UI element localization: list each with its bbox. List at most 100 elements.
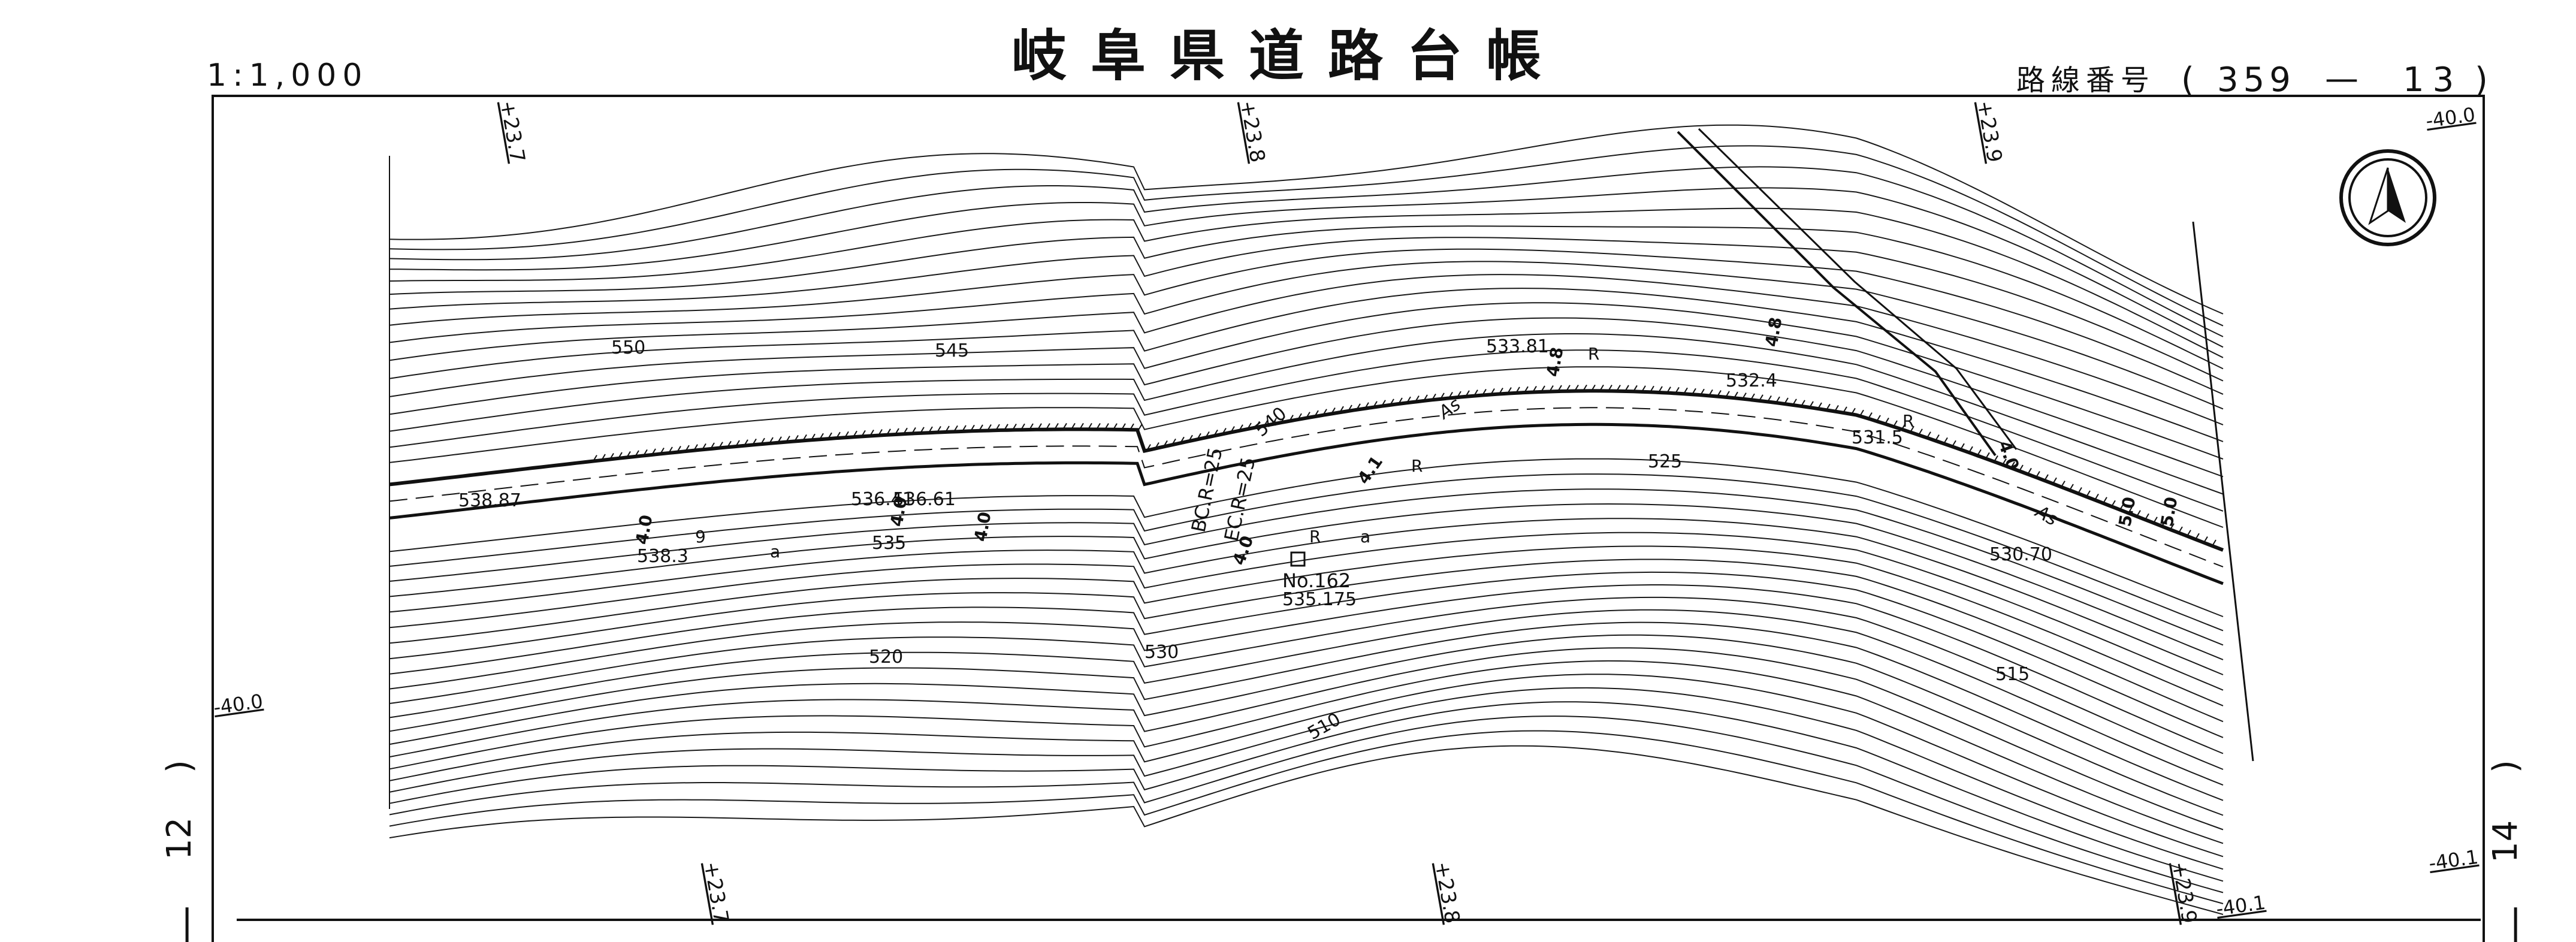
wall-hatch — [1725, 391, 1730, 398]
wall-hatch — [1977, 449, 1982, 456]
right-adjacent-sheet: 14 — [2486, 820, 2525, 863]
route-number-value: 359 — [2217, 61, 2296, 99]
coord-bottom-23-7: +23.7 — [699, 860, 733, 926]
wall-hatch — [1633, 385, 1638, 392]
wall-hatch — [685, 445, 690, 452]
wall-hatch — [593, 455, 597, 462]
wall-hatch — [1390, 398, 1394, 406]
coord-top-23-7: +23.7 — [495, 99, 529, 165]
wall-hatch — [693, 444, 698, 451]
wall-hatch — [1599, 384, 1604, 391]
wall-hatch — [886, 428, 891, 436]
road-centerline — [389, 407, 2224, 567]
wall-hatch — [1230, 426, 1235, 433]
width-label: 5.0 — [2157, 496, 2181, 529]
road-width-labels: 4.0 4.0 4.0 4.0 4.1 4.8 4.8 4.0 5.0 5.0 — [632, 316, 2181, 568]
map-letters: R R R R a a 9 — [695, 344, 1914, 561]
wall-hatch — [1893, 420, 1898, 427]
wall-hatch — [2145, 513, 2149, 520]
wall-hatch — [1650, 385, 1654, 393]
wall-hatch — [1591, 384, 1596, 391]
wall-hatch — [1750, 393, 1755, 400]
wall-hatch — [2010, 461, 2015, 469]
wall-hatch — [651, 448, 656, 455]
wall-hatch — [1817, 402, 1822, 409]
wall-hatch — [1683, 387, 1688, 394]
wall-hatch — [979, 424, 983, 431]
contour-line — [389, 225, 2224, 370]
wall-hatch — [1331, 407, 1336, 414]
wall-hatch — [660, 447, 665, 454]
wall-hatch — [1490, 388, 1495, 395]
wall-hatch — [1155, 442, 1159, 449]
wall-hatch — [1675, 387, 1680, 394]
spot-elevation: 538.3 — [637, 546, 688, 567]
wall-hatch — [1356, 403, 1361, 410]
wall-hatch — [1197, 433, 1201, 440]
wall-hatch — [1071, 422, 1076, 430]
wall-hatch — [1692, 388, 1696, 395]
wall-hatch — [601, 454, 606, 461]
contour-line — [389, 503, 2224, 660]
wall-hatch — [844, 431, 849, 438]
contour-label: 540 — [1251, 403, 1291, 442]
wall-hatch — [819, 433, 824, 440]
contour-line — [389, 518, 2224, 675]
wall-hatch — [1096, 422, 1101, 430]
contour-line — [389, 248, 2224, 395]
wall-hatch — [1297, 413, 1302, 420]
contour-line — [389, 730, 2224, 904]
wall-hatch — [1289, 415, 1294, 422]
wall-hatch — [1205, 431, 1210, 438]
side-road-edge — [1698, 128, 2018, 450]
wall-hatch — [1079, 422, 1084, 430]
wall-hatch — [1658, 386, 1663, 393]
contour-line — [389, 609, 2224, 786]
contour-label: 510 — [1304, 709, 1345, 744]
wall-hatch — [1784, 397, 1789, 404]
wall-hatch — [1734, 391, 1738, 398]
wall-hatch — [2178, 526, 2183, 533]
map-frame — [212, 95, 2485, 942]
route-sheet-value: 13 — [2403, 61, 2462, 99]
contour-line — [389, 634, 2224, 816]
wall-hatch — [1868, 412, 1873, 419]
wall-hatch — [1046, 423, 1050, 430]
contour-line — [389, 166, 2224, 337]
contour-line — [389, 584, 2224, 754]
wall-hatch — [2203, 536, 2208, 544]
route-close-paren: ) — [2475, 61, 2488, 99]
map-letter: R — [1902, 411, 1914, 431]
wall-hatch — [953, 425, 958, 432]
contour-label: 545 — [935, 340, 969, 361]
wall-hatch — [1322, 409, 1327, 416]
route-number: 路線番号 ( 359 — 13 ) — [2016, 59, 2488, 99]
wall-hatch — [1507, 387, 1512, 394]
wall-hatch — [1398, 397, 1403, 404]
wall-hatch — [1834, 404, 1839, 412]
wall-hatch — [945, 425, 950, 433]
contour-line — [389, 532, 2224, 691]
wall-hatch — [618, 452, 623, 459]
contour-line — [389, 145, 2224, 327]
wall-hatch — [2161, 520, 2166, 527]
wall-hatch — [1373, 401, 1378, 408]
wall-hatch — [2212, 539, 2216, 547]
spot-elevation: 532.4 — [1726, 370, 1777, 391]
wall-hatch — [1146, 444, 1151, 451]
coord-top-23-8: +23.8 — [1235, 99, 1269, 165]
wall-hatch — [1775, 396, 1780, 403]
wall-hatch — [1029, 423, 1034, 430]
wall-hatch — [1616, 385, 1621, 392]
contour-label: 530 — [1144, 642, 1179, 663]
coord-right-bottom: -40.1 — [2427, 846, 2480, 875]
wall-hatch — [752, 438, 757, 445]
wall-hatch — [1272, 418, 1277, 425]
contour-line — [389, 558, 2224, 723]
wall-hatch — [1180, 436, 1185, 443]
wall-hatch — [1121, 423, 1126, 430]
spot-elevation: 533.81 — [1486, 336, 1549, 357]
wall-hatch — [2044, 474, 2049, 481]
wall-hatch — [2136, 510, 2141, 517]
width-label: 4.0 — [970, 511, 995, 544]
